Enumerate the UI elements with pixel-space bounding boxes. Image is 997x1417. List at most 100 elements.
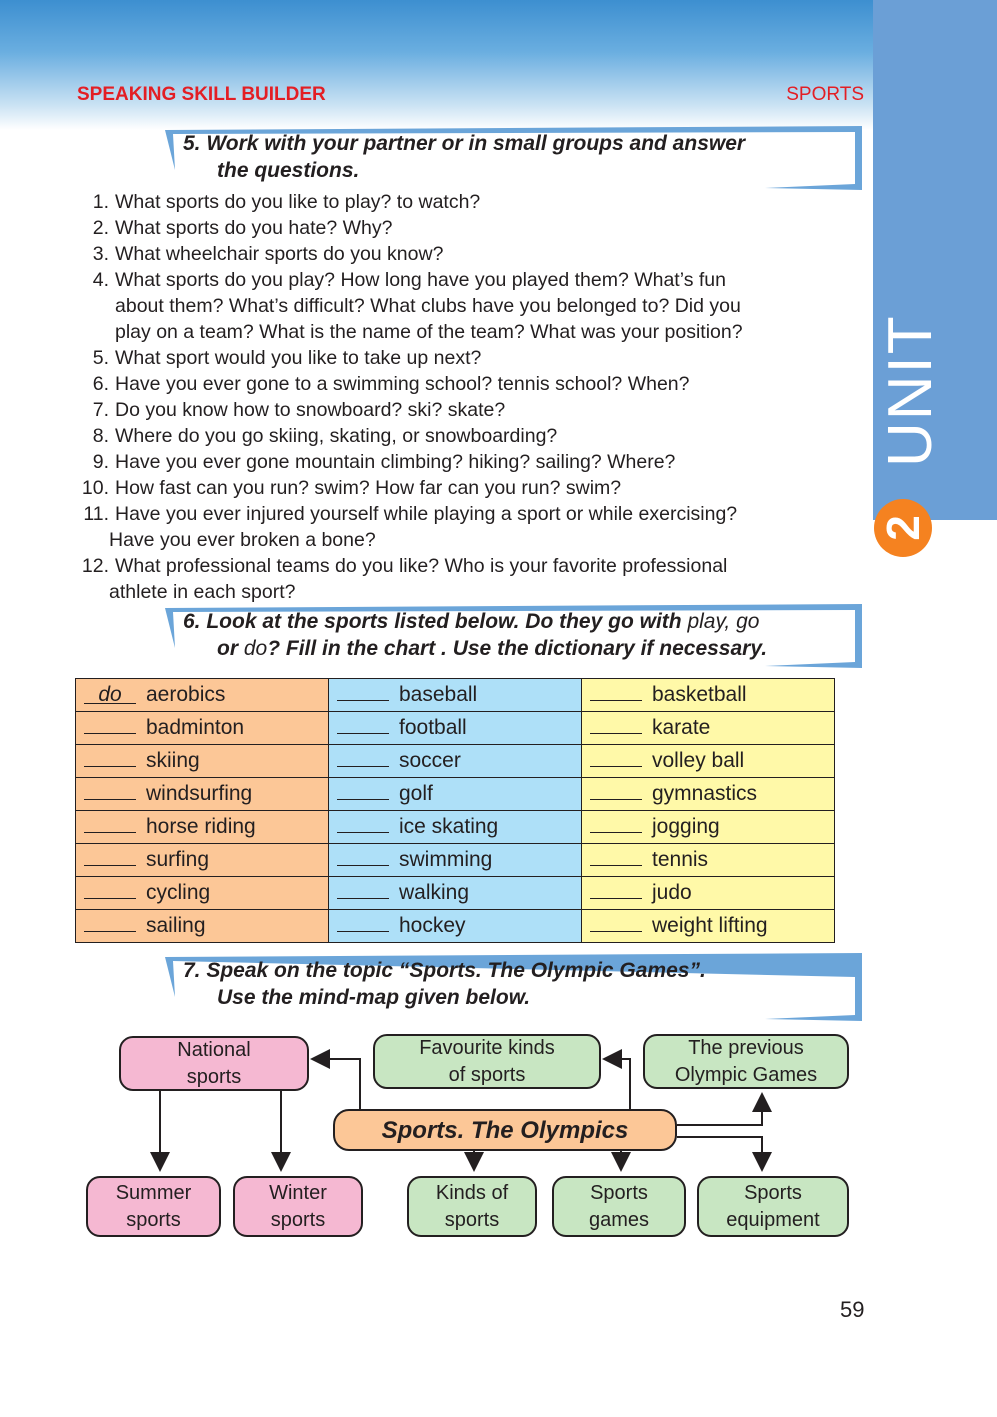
question-text: Have you ever gone mountain climbing? hi… [115,451,676,473]
chart-cell: badminton [75,711,329,745]
section-title: SPEAKING SKILL BUILDER [77,84,326,105]
question-continuation: Have you ever broken a bone? [76,527,376,553]
answer-blank[interactable] [590,816,642,833]
task7-line1: 7. Speak on the topic “Sports. The Olymp… [183,959,706,982]
question-number: 1. [92,191,109,213]
sport-label: tennis [652,848,709,871]
answer-blank[interactable] [590,717,642,734]
answer-blank[interactable] [337,915,389,932]
answer-blank[interactable] [84,816,136,833]
answer-blank[interactable] [337,750,389,767]
question-number: 12. [81,555,109,577]
chart-cell: jogging [581,810,835,844]
node-line: Sports [590,1181,648,1204]
question-text: How fast can you run? swim? How far can … [115,477,622,499]
node-sports-games: Sports games [552,1176,686,1237]
answer-blank[interactable] [337,816,389,833]
sport-label: windsurfing [146,782,253,805]
sport-label: jogging [652,815,720,838]
answer-blank[interactable] [337,849,389,866]
chart-cell: walking [328,876,582,910]
sport-label: basketball [652,683,747,706]
question-text: What sports do you hate? Why? [115,217,393,239]
question-text: What sports do you like to play? to watc… [115,191,481,213]
answer-blank[interactable] [84,783,136,800]
question-number: 2. [92,217,109,239]
sport-label: weight lifting [652,914,768,937]
task6-verbs: play, go [687,610,760,633]
task7-line2: Use the mind-map given below. [217,986,531,1009]
answer-blank[interactable] [84,915,136,932]
task5-line1: 5. Work with your partner or in small gr… [183,132,746,155]
task7-banner: 7. Speak on the topic “Sports. The Olymp… [165,953,868,1023]
question-number: 7. [92,399,109,421]
answer-blank[interactable] [590,750,642,767]
sport-label: judo [652,881,692,904]
question-number: 11. [83,503,109,525]
answer-blank[interactable] [337,882,389,899]
question-item: 1. What sports do you like to play? to wa… [76,189,481,215]
answer-blank[interactable] [84,882,136,899]
node-line: sports [444,1208,500,1231]
question-number: 5. [92,347,109,369]
question-number: 4. [92,269,109,291]
chart-cell: hockey [328,909,582,943]
answer-blank[interactable] [590,915,642,932]
chart-cell: cycling [75,876,329,910]
chart-cell: swimming [328,843,582,877]
answer-blank[interactable] [84,717,136,734]
sport-label: sailing [146,914,206,937]
chart-row: sailing hockey weight lifting [75,909,835,943]
sport-label: soccer [399,749,461,772]
sport-label: cycling [146,881,211,904]
topic-title: SPORTS [786,84,864,105]
question-text: Have you ever broken a bone? [109,529,376,551]
question-text: What professional teams do you like? Who… [115,555,728,577]
chart-cell: volley ball [581,744,835,778]
chart-cell: judo [581,876,835,910]
node-line: sports [270,1208,326,1231]
question-item: 3.What wheelchair sports do you know? [76,241,444,267]
sport-label: hockey [399,914,466,937]
answer-blank[interactable] [590,783,642,800]
question-text: about them? What’s difficult? What clubs… [115,295,741,317]
node-line: Olympic Games [674,1063,818,1086]
answer-blank[interactable] [590,684,642,701]
answer-blank[interactable] [337,783,389,800]
question-item: 4.What sports do you play? How long have… [76,267,726,293]
question-item: 6.Have you ever gone to a swimming schoo… [76,371,690,397]
task6-line2: ? Fill in the chart . Use the dictionary… [267,637,768,660]
answer-blank[interactable] [84,849,136,866]
task5-instruction: 5. Work with your partner or in small gr… [183,130,745,184]
answer-blank[interactable] [337,684,389,701]
answer-blank[interactable] [590,849,642,866]
node-line: games [588,1208,650,1231]
chart-cell: skiing [75,744,329,778]
task7-instruction: 7. Speak on the topic “Sports. The Olymp… [183,957,706,1011]
chart-row: cycling walking judo [75,876,835,910]
node-line: of sports [448,1063,526,1086]
task6-or: or [217,637,238,660]
sport-label: badminton [146,716,245,739]
answer-blank[interactable] [337,717,389,734]
node-line: National [177,1038,251,1061]
sport-label: baseball [399,683,478,706]
header-gradient [0,0,873,130]
answer-blank[interactable]: do [84,684,136,705]
question-number: 10. [81,477,109,499]
chart-cell: baseball [328,678,582,712]
sport-label: ice skating [399,815,499,838]
answer-blank[interactable] [84,750,136,767]
question-item: 2. What sports do you hate? Why? [76,215,393,241]
question-item: 5.What sport would you like to take up n… [76,345,482,371]
page-number: 59 [840,1297,865,1322]
answer-blank[interactable] [590,882,642,899]
node-line: Winter [269,1181,327,1204]
chart-cell: basketball [581,678,835,712]
